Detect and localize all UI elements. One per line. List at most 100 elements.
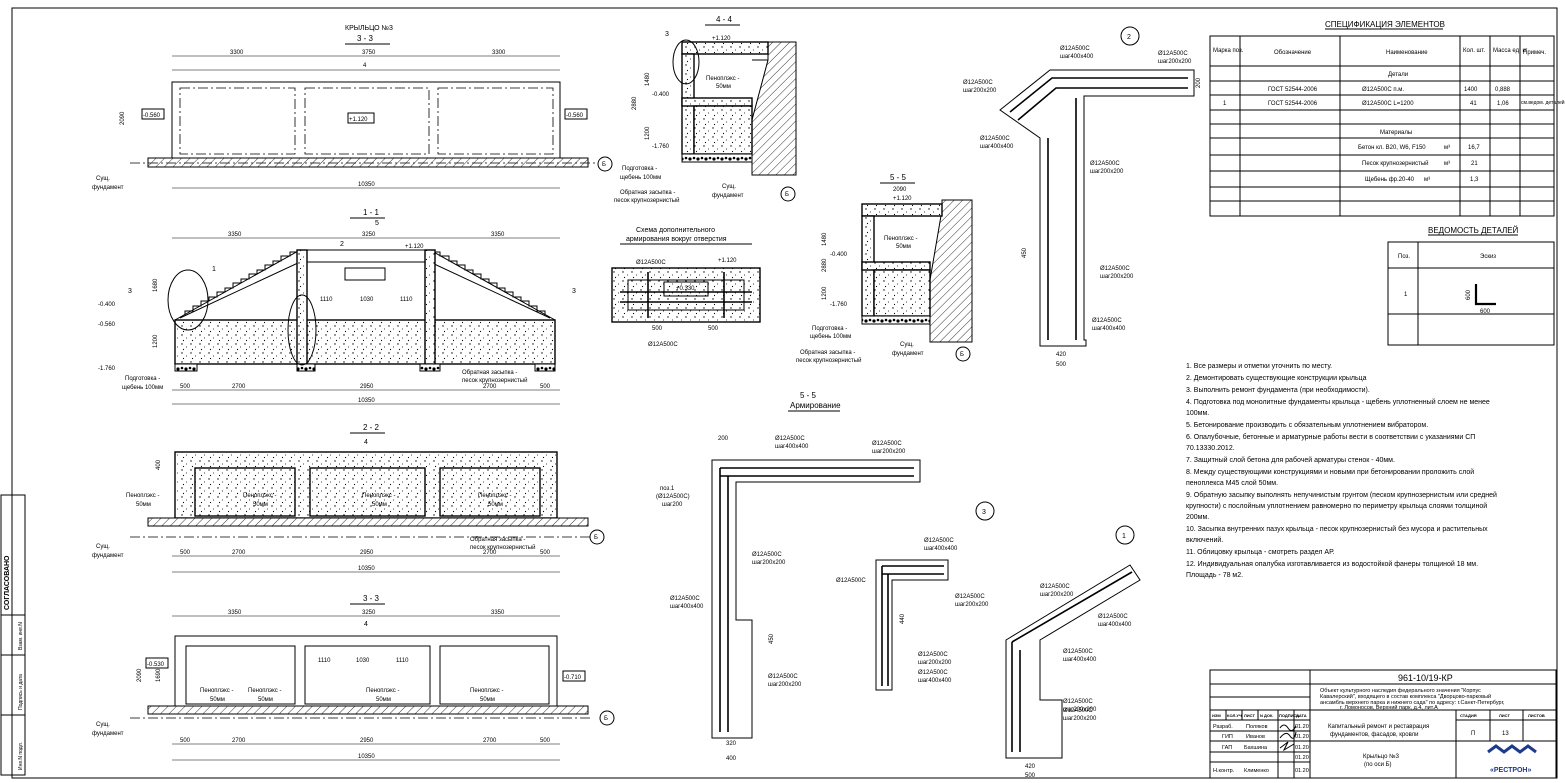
person-date: 01.20 xyxy=(1295,724,1309,730)
rebar-label: шаг200х200 xyxy=(768,682,802,688)
person-date: 01.20 xyxy=(1295,768,1309,774)
title-block: ИЗМ КОЛ.УЧ ЛИСТ N ДОК. ПОДПИСЬ ДАТА 961-… xyxy=(1209,669,1557,779)
dim: 2090 xyxy=(137,668,143,682)
stage-header: СТАДИЯ xyxy=(1460,713,1477,718)
rebar-label: Ø12А500С xyxy=(1092,318,1122,324)
sheet-title: КРЫЛЬЦО №3 xyxy=(345,25,393,32)
person-date: 01.20 xyxy=(1295,745,1309,751)
rebar-label: Ø12А500С xyxy=(1040,584,1070,590)
person-name: Поляков xyxy=(1246,724,1268,730)
level: +1.120 xyxy=(718,258,737,264)
rebar-label: шаг400х400 xyxy=(670,604,704,610)
section-label: 4 - 4 xyxy=(716,15,733,24)
note-label: фундамент xyxy=(712,193,744,199)
spec-cell: 1,06 xyxy=(1497,101,1509,107)
rebar-label: шаг200х200 xyxy=(1063,716,1097,722)
dim: 1110 xyxy=(318,658,331,664)
level: +1.120 xyxy=(712,36,731,42)
note-line: 7. Защитный слой бетона для рабочей арма… xyxy=(1186,456,1395,464)
level: -0.530 xyxy=(147,662,165,668)
dim: 440 xyxy=(900,613,906,624)
level: -1.760 xyxy=(98,366,116,372)
level: -0.400 xyxy=(652,92,670,98)
note-line: крупности) с послойным уплотнением равно… xyxy=(1186,502,1487,510)
dim: 200 xyxy=(718,436,729,442)
spec-cell: м³ xyxy=(1424,177,1430,183)
dim: 3350 xyxy=(228,232,242,238)
dim: 500 xyxy=(540,384,551,390)
rebar-label: Ø12А500С xyxy=(963,80,993,86)
note-label: 50мм xyxy=(258,697,273,703)
detail-3: 3 Ø12А500С шаг400х400 Ø12А500С Ø12А500С … xyxy=(836,501,995,691)
rebar-label: Ø12А500С xyxy=(775,436,805,442)
rebar-label: шаг200х200 xyxy=(963,88,997,94)
section-5-5: 5 - 5 2090 +1.120 Б -0.400 -1.760 2880 1… xyxy=(796,173,973,364)
vedomost-header: Поз. xyxy=(1398,254,1410,260)
rebar-label: Ø12А500С xyxy=(1060,46,1090,52)
section-label: 5 - 5 xyxy=(890,173,907,182)
dim: 500 xyxy=(180,738,191,744)
rebar-label: (Ø12А500С) xyxy=(656,494,690,500)
detail-number: 3 xyxy=(982,509,986,516)
rebar-label: Ø12А500С xyxy=(980,136,1010,142)
dim: 2950 xyxy=(360,384,374,390)
dim: 1200 xyxy=(822,286,828,300)
vedomost-header: Эскиз xyxy=(1480,254,1496,260)
note-line: Площадь - 78 м2. xyxy=(1186,572,1243,579)
spec-header: Примеч. xyxy=(1523,50,1546,56)
rebar-label: шаг200х200 xyxy=(1158,59,1192,65)
section-label: 5 - 5 xyxy=(800,391,817,400)
dim: 1200 xyxy=(645,126,651,140)
note-line: 11. Облицовку крыльца - смотреть раздел … xyxy=(1186,548,1334,556)
dim: 2950 xyxy=(360,550,374,556)
dim: 10350 xyxy=(358,398,375,404)
rebar-label: Ø12А500С xyxy=(1063,649,1093,655)
dim: 3350 xyxy=(491,232,505,238)
dim: 500 xyxy=(1056,362,1067,368)
dim: 500 xyxy=(708,326,719,332)
spec-cell: Бетон кл. В20, W6, F150 xyxy=(1358,145,1426,151)
note-label: Пеноплэкс - xyxy=(362,493,395,499)
stage-value: П xyxy=(1471,731,1475,737)
spec-cell: ГОСТ 52544-2006 xyxy=(1268,101,1318,107)
scheme-title: Схема дополнительного xyxy=(636,227,715,234)
cut-mark: 5 xyxy=(375,220,379,227)
note-label: песок крупнозернистый xyxy=(796,357,861,364)
level: +1.120 xyxy=(893,196,912,202)
note-label: 50мм xyxy=(488,502,503,508)
dim: 500 xyxy=(1025,773,1036,779)
dim: 500 xyxy=(540,550,551,556)
spec-cell: 21 xyxy=(1471,161,1478,167)
dim: 420 xyxy=(1056,352,1067,358)
note-label: 50мм xyxy=(210,697,225,703)
work-line: фундаментов, фасадов, кровли xyxy=(1330,732,1419,738)
dim: 420 xyxy=(1025,764,1036,770)
note-label: 50мм xyxy=(253,502,268,508)
dim: 500 xyxy=(652,326,663,332)
note-line: 8. Между существующими конструкциями и н… xyxy=(1186,468,1474,476)
note-label: Пеноплэкс - xyxy=(366,688,399,694)
note-label: Сущ. xyxy=(96,722,110,728)
rebar-label: Ø12А500С xyxy=(836,578,866,584)
rebar-label: шаг200х200 xyxy=(918,660,952,666)
note-label: песок крупнозернистый xyxy=(470,544,535,551)
dim: 1480 xyxy=(645,72,651,86)
scheme-title: армирования вокруг отверстия xyxy=(626,236,727,243)
rebar-label: шаг200 xyxy=(662,502,683,508)
note-label: щебень 100мм xyxy=(810,334,851,340)
rebar-label: Ø12А500С xyxy=(636,260,666,266)
rebar-label: шаг200х200 xyxy=(1100,274,1134,280)
dim: 1690 xyxy=(156,668,162,682)
section-label: 3 - 3 xyxy=(363,594,380,603)
rebar-label: Ø12А500С xyxy=(1063,708,1093,714)
axis-label: Б xyxy=(594,535,598,541)
level: -1.760 xyxy=(830,302,848,308)
axis-label: Б xyxy=(604,716,608,722)
dim: 2880 xyxy=(632,96,638,110)
spec-cell: 16,7 xyxy=(1468,145,1480,151)
section-1-1: 1 - 1 3350 3250 3350 500 2700 2950 2700 … xyxy=(98,208,576,405)
detail-number: 1 xyxy=(1122,533,1126,540)
level: +0.330 xyxy=(676,286,695,292)
rebar-label: Ø12А500С xyxy=(1090,161,1120,167)
dim: 1030 xyxy=(360,297,374,303)
